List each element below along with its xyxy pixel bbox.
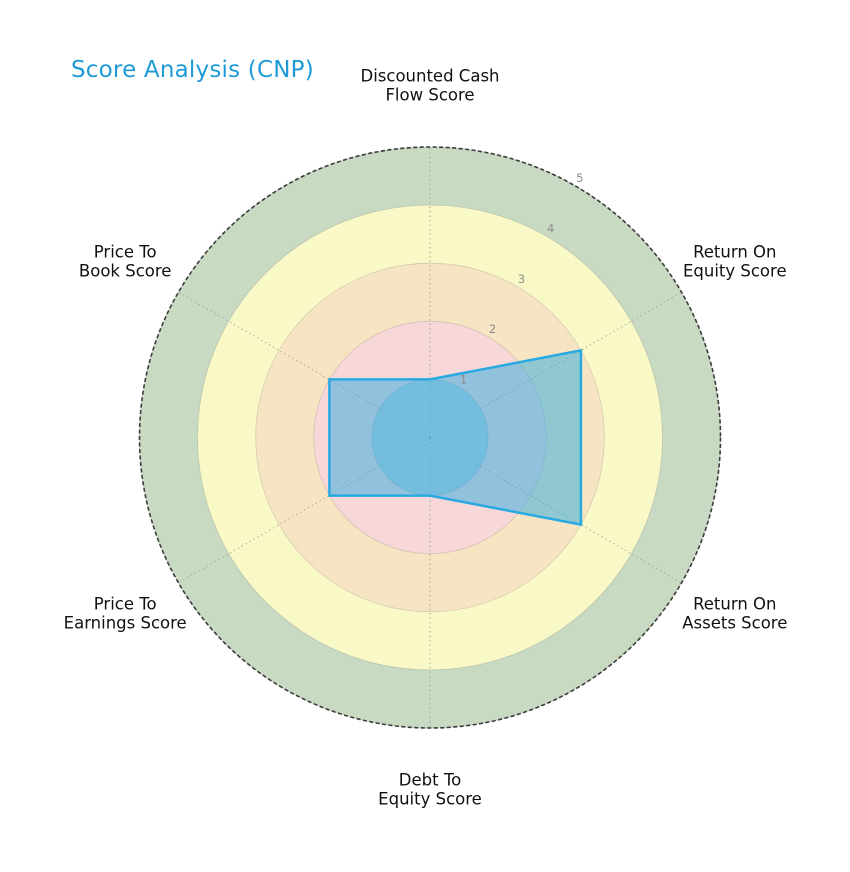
- radial-tick-label-1: 1: [460, 372, 467, 386]
- radial-tick-label-4: 4: [547, 221, 554, 235]
- score-polygon-cnp: [328, 348, 583, 527]
- spoke-price-to-book-score: [178, 291, 431, 438]
- radial-tick-label-3: 3: [518, 272, 525, 286]
- outer-boundary-circle: [138, 146, 722, 729]
- chart-title: Score Analysis (CNP): [71, 57, 314, 83]
- radial-tick-label-5: 5: [576, 171, 583, 185]
- radial-tick-label-2: 2: [489, 322, 496, 336]
- spoke-price-to-earnings-score: [178, 437, 431, 584]
